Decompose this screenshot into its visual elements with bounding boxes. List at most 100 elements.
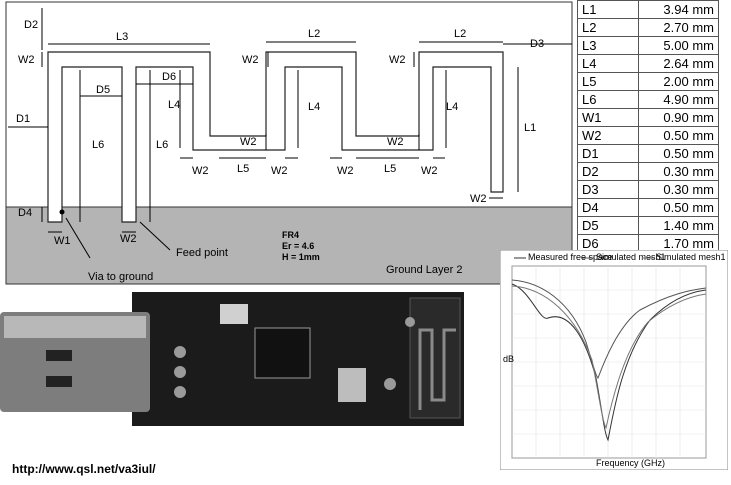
dimension-value: 0.30 mm	[638, 180, 719, 199]
label-D5: D5	[96, 84, 110, 96]
annotation-permittivity: Er = 4.6	[282, 241, 314, 251]
label-W2-bottom-2: W2	[271, 165, 288, 177]
button	[220, 304, 248, 324]
annotation-feed-point: Feed point	[176, 247, 228, 259]
label-W2-feed: W2	[120, 233, 137, 245]
dimension-value: 3.94 mm	[638, 0, 719, 19]
label-D6: D6	[162, 71, 176, 83]
mcu-chip	[254, 327, 311, 379]
dimension-value: 0.50 mm	[638, 198, 719, 217]
label-W2-slot-left: W2	[240, 136, 257, 148]
label-L2-second: L2	[454, 28, 466, 40]
annotation-thickness: H = 1mm	[282, 252, 320, 262]
dimension-name: W1	[577, 108, 639, 127]
annotation-ground-layer: Ground Layer 2	[386, 264, 462, 276]
dimension-name: L6	[577, 90, 639, 109]
label-W2-left: W2	[18, 54, 35, 66]
label-W2-bottom-1: W2	[192, 165, 209, 177]
label-D4: D4	[18, 207, 32, 219]
dimension-name: D5	[577, 216, 639, 235]
label-D2: D2	[24, 19, 38, 31]
crystal	[338, 368, 366, 402]
pad-4	[384, 378, 396, 390]
label-L4-third: L4	[446, 101, 458, 113]
label-L5-second: L5	[384, 163, 396, 175]
label-W2-slot-right: W2	[387, 136, 404, 148]
source-url: http://www.qsl.net/va3iul/	[12, 462, 156, 476]
annotation-via-to-ground: Via to ground	[88, 271, 153, 283]
label-L3: L3	[116, 31, 128, 43]
label-L5-first: L5	[237, 163, 249, 175]
usb-hole-2	[46, 376, 72, 387]
label-L1: L1	[524, 122, 536, 134]
return-loss-plot: Measured free space Simulated mesh1 Simu…	[500, 250, 728, 470]
label-L4-first: L4	[168, 99, 180, 111]
legend-item-3: Simulated mesh1	[656, 252, 726, 262]
dimension-name: L2	[577, 18, 639, 37]
meander-antenna-trace	[47, 51, 504, 223]
dimension-value: 5.00 mm	[638, 36, 719, 55]
label-L6-first: L6	[92, 139, 104, 151]
usb-connector-shine	[4, 316, 146, 338]
dimension-value: 0.30 mm	[638, 162, 719, 181]
dimension-value: 1.70 mm	[638, 234, 719, 253]
label-W2-bottom-3: W2	[337, 165, 354, 177]
dimension-name: L4	[577, 54, 639, 73]
label-L6-second: L6	[156, 139, 168, 151]
curve-simulated-mesh1-a	[511, 279, 707, 379]
plot-ylabel: dB	[503, 354, 514, 364]
via-dot	[59, 209, 65, 215]
usb-dongle-photo	[0, 292, 464, 426]
dimension-name: D2	[577, 162, 639, 181]
curve-simulated-mesh1-b	[511, 285, 707, 430]
pad-1	[174, 346, 186, 358]
curve-measured-free-space	[511, 283, 707, 442]
label-W2-mid: W2	[242, 54, 259, 66]
plot-grid	[512, 266, 706, 458]
label-L4-second: L4	[308, 101, 320, 113]
dimension-name: L3	[577, 36, 639, 55]
legend-item-1: Measured free space	[528, 252, 613, 262]
label-W2-right: W2	[389, 54, 406, 66]
plot-legend: Measured free space Simulated mesh1 Simu…	[514, 252, 726, 262]
pad-2	[174, 366, 186, 378]
dimension-name: W2	[577, 126, 639, 145]
dimension-value: 1.40 mm	[638, 216, 719, 235]
label-W1: W1	[54, 235, 71, 247]
dimension-name: D3	[577, 180, 639, 199]
dimension-value: 2.70 mm	[638, 18, 719, 37]
antenna-area	[409, 297, 461, 419]
antenna-meander-photo	[418, 328, 456, 410]
dimension-name: D4	[577, 198, 639, 217]
dimension-lines	[8, 8, 572, 259]
legend-item-2: Simulated mesh1	[596, 252, 666, 262]
dimension-value: 2.64 mm	[638, 54, 719, 73]
annotation-material: FR4	[282, 230, 299, 240]
dimension-value: 0.90 mm	[638, 108, 719, 127]
ground-plane	[5, 206, 573, 285]
dimension-name: L5	[577, 72, 639, 91]
label-L2-first: L2	[308, 28, 320, 40]
plot-xlabel: Frequency (GHz)	[596, 458, 665, 468]
label-W2-bottom-4: W2	[421, 165, 438, 177]
dimension-name: L1	[577, 0, 639, 19]
label-D3: D3	[530, 38, 544, 50]
dimension-value: 4.90 mm	[638, 90, 719, 109]
usb-hole-1	[46, 350, 72, 361]
